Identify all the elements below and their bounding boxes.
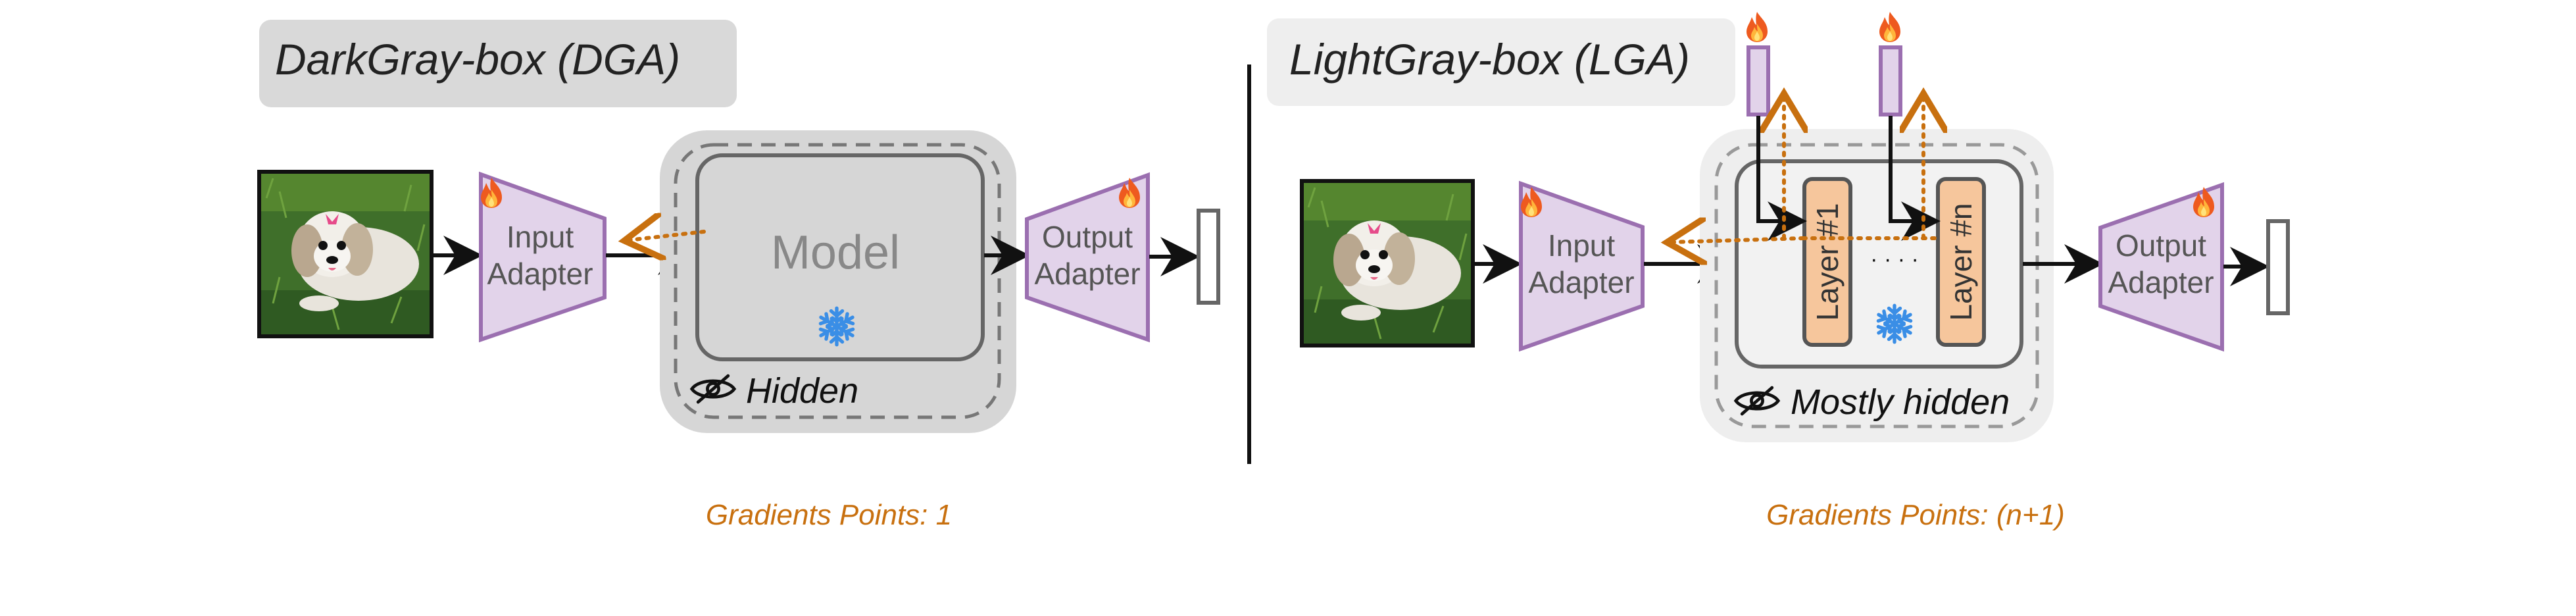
- dga-title-box: [259, 20, 737, 107]
- lga-title-box: [1267, 18, 1735, 106]
- lga-tap-vector-2: [1879, 45, 1902, 116]
- dga-gradients-label: Gradients Points: 1: [706, 499, 952, 531]
- dga-input-adapter-label-2: Adapter: [487, 257, 593, 291]
- dga-input-image: [257, 170, 433, 338]
- fire-icon: [1879, 12, 1900, 42]
- lga-gradients-label: Gradients Points: (n+1): [1766, 499, 2065, 531]
- lga-hidden-row: Mostly hidden: [1736, 382, 2010, 422]
- lga-output-adapter-label-2: Adapter: [2108, 265, 2214, 299]
- fire-icon: [1746, 12, 1768, 42]
- lga-output-adapter-label-1: Output: [2116, 228, 2206, 263]
- dga-output-adapter: Output Adapter: [1025, 172, 1150, 343]
- lga-title: LightGray-box (LGA): [1289, 35, 1690, 84]
- dga-gradient-arrow: [628, 232, 706, 240]
- lga-layer-last: Layer #n: [1936, 177, 1986, 347]
- dga-model-label: Model: [771, 226, 900, 279]
- dga-output-adapter-label-1: Output: [1042, 220, 1133, 254]
- lga-layer-ellipsis: · · · ·: [1870, 247, 1919, 272]
- lga-layer-first: Layer #1: [1802, 177, 1852, 347]
- lga-output-vector: [2266, 219, 2290, 315]
- lga-output-adapter: Output Adapter: [2098, 182, 2224, 352]
- lga-gradient-arrow-back: [1671, 238, 1805, 242]
- lga-tap-arrow-1: [1756, 116, 1807, 241]
- dga-input-adapter-label-1: Input: [507, 220, 574, 254]
- lga-layer-first-label: Layer #1: [1810, 203, 1845, 321]
- lga-input-adapter-label-2: Adapter: [1528, 265, 1634, 299]
- lga-input-adapter: Input Adapter: [1519, 180, 1645, 352]
- lga-tap-arrow-2: [1889, 116, 1941, 241]
- dga-hidden-row: Hidden: [692, 371, 858, 411]
- dga-output-vector: [1197, 209, 1220, 305]
- dga-input-adapter: Input Adapter: [479, 171, 607, 343]
- lga-input-image: [1300, 179, 1475, 347]
- dga-hidden-label: Hidden: [746, 371, 858, 411]
- lga-layer-last-label: Layer #n: [1944, 203, 1978, 321]
- lga-hidden-label: Mostly hidden: [1791, 382, 2010, 422]
- dga-title: DarkGray-box (DGA): [275, 35, 680, 84]
- lga-input-adapter-label-1: Input: [1548, 228, 1616, 263]
- lga-tap-vector-1: [1746, 45, 1770, 116]
- dga-model-box: Model: [695, 153, 985, 361]
- dga-output-adapter-label-2: Adapter: [1034, 257, 1140, 291]
